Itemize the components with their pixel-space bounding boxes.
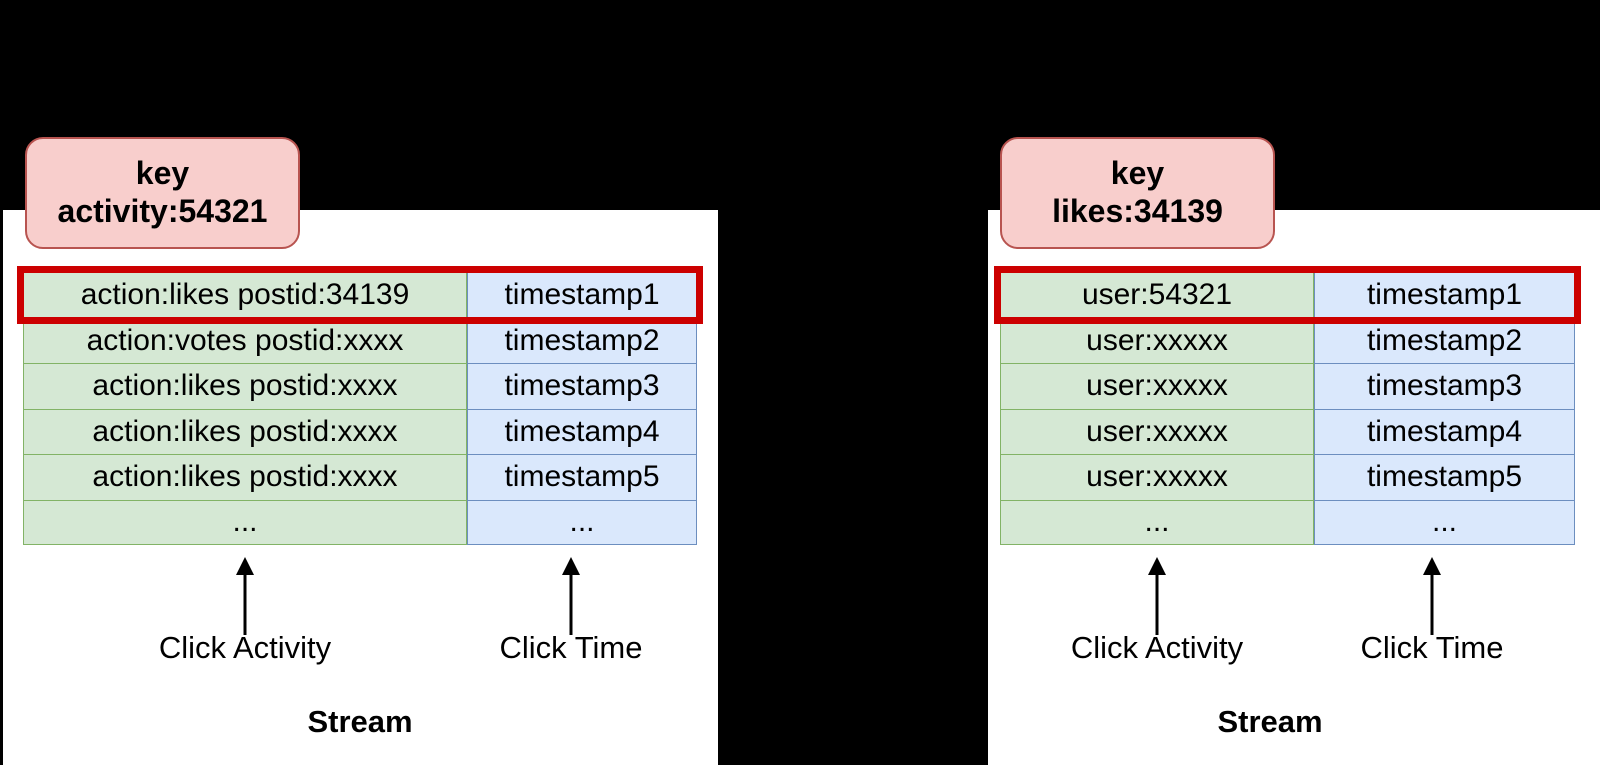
- arrow-up-icon: [1420, 557, 1444, 635]
- cell-time: ...: [1314, 499, 1575, 545]
- arrow-up-icon: [233, 557, 257, 635]
- cell-time: timestamp3: [1314, 363, 1575, 409]
- cell-time: timestamp4: [467, 408, 697, 454]
- key-badge-title: key: [135, 155, 190, 192]
- cell-activity: action:likes postid:xxxx: [23, 454, 467, 500]
- cell-activity: user:xxxxx: [1000, 317, 1314, 363]
- table-row: action:likes postid:xxxx timestamp3: [23, 363, 697, 409]
- cell-activity: ...: [23, 499, 467, 545]
- arrow-up-icon: [1145, 557, 1169, 635]
- cell-time: timestamp2: [467, 317, 697, 363]
- cell-time: timestamp2: [1314, 317, 1575, 363]
- table-row: user:xxxxx timestamp3: [1000, 363, 1575, 409]
- stream-table-left: action:likes postid:34139 timestamp1 act…: [23, 272, 697, 545]
- stream-table-right: user:54321 timestamp1 user:xxxxx timesta…: [1000, 272, 1575, 545]
- cell-activity: action:likes postid:34139: [23, 272, 467, 318]
- cell-time: timestamp4: [1314, 408, 1575, 454]
- table-row: action:likes postid:34139 timestamp1: [23, 272, 697, 318]
- cell-activity: action:likes postid:xxxx: [23, 363, 467, 409]
- cell-activity: user:xxxxx: [1000, 454, 1314, 500]
- key-badge-title: key: [1110, 155, 1165, 192]
- stream-footer-label-right: Stream: [1217, 704, 1323, 739]
- key-badge-right: key likes:34139: [1000, 137, 1275, 249]
- cell-time: timestamp1: [1314, 272, 1575, 318]
- cell-activity: action:likes postid:xxxx: [23, 408, 467, 454]
- cell-time: ...: [467, 499, 697, 545]
- cell-activity: user:xxxxx: [1000, 408, 1314, 454]
- table-row: ... ...: [23, 499, 697, 545]
- arrow-up-icon: [559, 557, 583, 635]
- table-row: user:54321 timestamp1: [1000, 272, 1575, 318]
- caption-click-time: Click Time: [1360, 630, 1504, 665]
- cell-activity: ...: [1000, 499, 1314, 545]
- cell-time: timestamp5: [1314, 454, 1575, 500]
- caption-click-time: Click Time: [499, 630, 643, 665]
- cell-time: timestamp5: [467, 454, 697, 500]
- cell-activity: action:votes postid:xxxx: [23, 317, 467, 363]
- stream-footer-label-left: Stream: [307, 704, 413, 739]
- table-row: action:votes postid:xxxx timestamp2: [23, 317, 697, 363]
- caption-click-activity: Click Activity: [1070, 630, 1244, 665]
- table-row: user:xxxxx timestamp2: [1000, 317, 1575, 363]
- caption-click-activity: Click Activity: [158, 630, 332, 665]
- table-row: ... ...: [1000, 499, 1575, 545]
- cell-activity: user:xxxxx: [1000, 363, 1314, 409]
- table-row: user:xxxxx timestamp4: [1000, 408, 1575, 454]
- cell-activity: user:54321: [1000, 272, 1314, 318]
- table-row: action:likes postid:xxxx timestamp5: [23, 454, 697, 500]
- cell-time: timestamp3: [467, 363, 697, 409]
- key-badge-value: likes:34139: [1052, 193, 1223, 229]
- table-row: action:likes postid:xxxx timestamp4: [23, 408, 697, 454]
- key-badge-value: activity:54321: [57, 193, 268, 229]
- table-row: user:xxxxx timestamp5: [1000, 454, 1575, 500]
- cell-time: timestamp1: [467, 272, 697, 318]
- key-badge-left: key activity:54321: [25, 137, 300, 249]
